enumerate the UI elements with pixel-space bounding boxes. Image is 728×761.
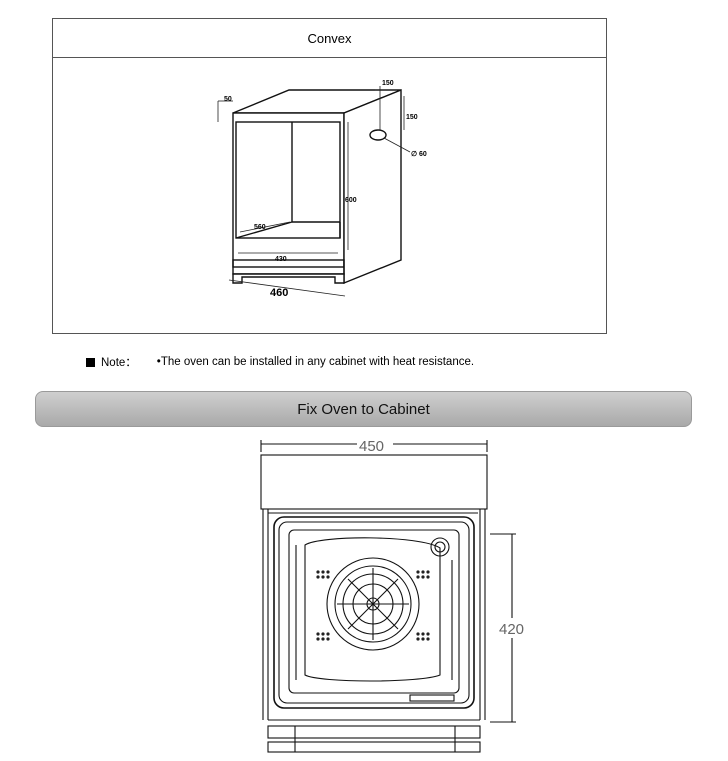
dim-50-label: 50: [224, 96, 232, 103]
convex-title: Convex: [53, 19, 606, 58]
fix-oven-title: Fix Oven to Cabinet: [297, 400, 430, 418]
oven-drawing: [260, 440, 516, 753]
dim-560-label: 560: [254, 224, 266, 231]
dim-450-label: 450: [359, 438, 384, 455]
dim-420-label: 420: [499, 621, 524, 638]
note-square-icon: [86, 357, 95, 367]
note-text: •The oven can be installed in any cabine…: [156, 356, 475, 368]
installation-note: Note： •The oven can be installed in any …: [86, 354, 474, 370]
dim-150-side-label: 150: [406, 114, 418, 121]
dim-600-label: 600: [345, 197, 357, 204]
dim-diameter-60-label: ∅ 60: [411, 150, 427, 158]
convex-panel: Convex: [52, 18, 607, 334]
note-label: Note：: [101, 357, 137, 369]
fix-oven-banner: Fix Oven to Cabinet: [35, 391, 692, 427]
dim-150-top-label: 150: [382, 80, 394, 87]
cabinet-drawing: [232, 88, 402, 285]
dim-460-label: 460: [270, 287, 288, 299]
dim-430-label: 430: [275, 256, 287, 263]
